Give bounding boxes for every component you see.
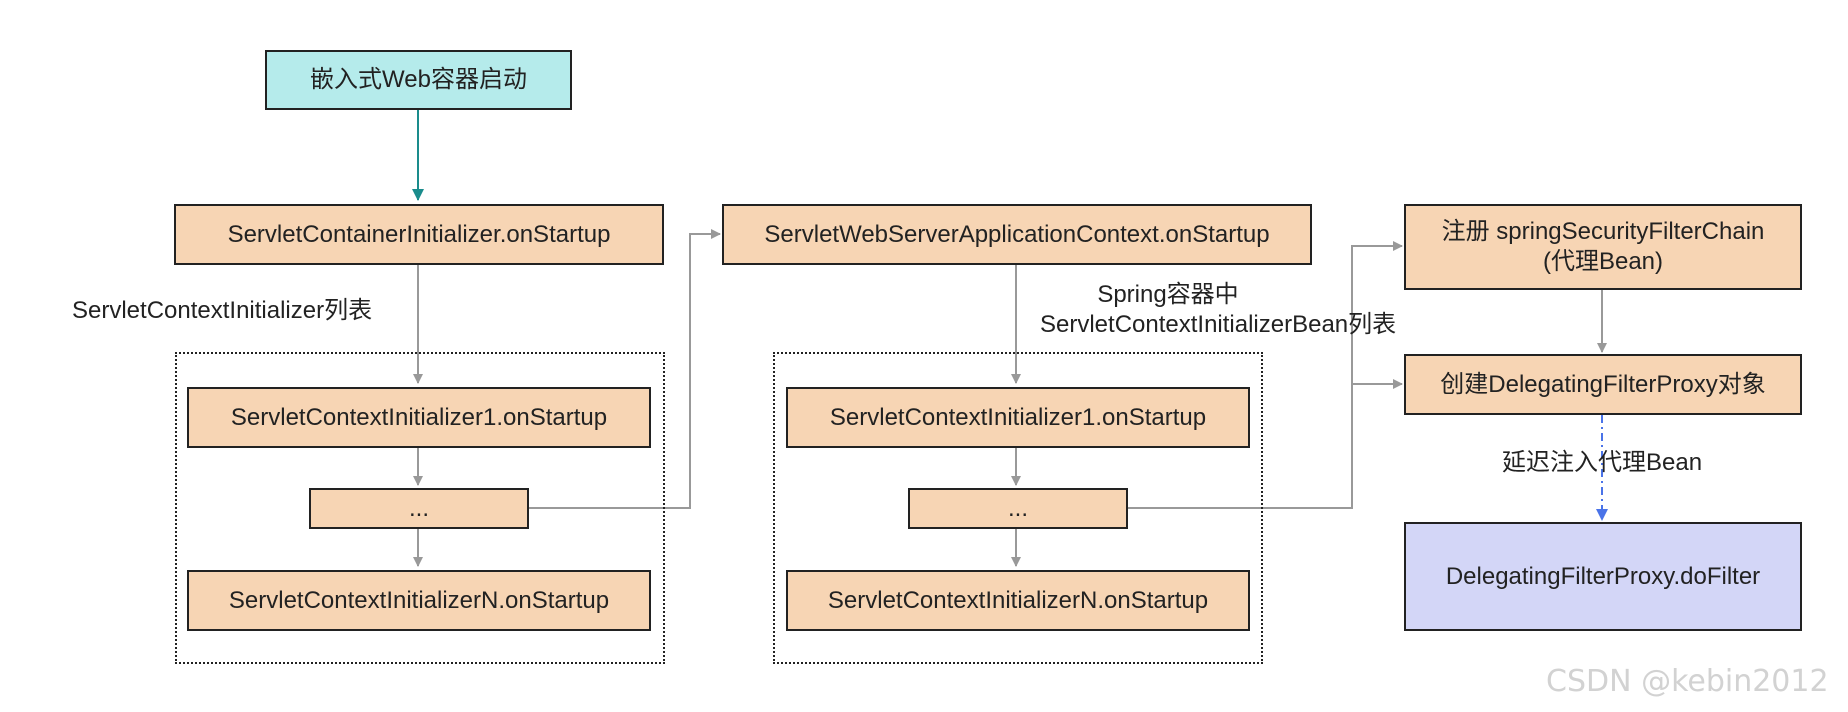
edge-label-lazy-inject: 延迟注入代理Bean [1502,449,1703,476]
edge-mid-ellipsis-to-register [1128,241,1403,509]
node-mid-initializer-ellipsis: ... [908,488,1128,529]
node-do-filter-label: DelegatingFilterProxy.doFilter [1445,562,1761,590]
node-left-initializer-last: ServletContextInitializerN.onStartup [187,570,651,631]
left-group-caption: ServletContextInitializer列表 [72,297,373,324]
node-create-delegating-proxy: 创建DelegatingFilterProxy对象 [1404,354,1802,415]
node-left-initializer-ellipsis: ... [309,488,529,529]
node-register-filter-chain-line1: 注册 springSecurityFilterChain [1441,218,1765,245]
node-mid-initializer-last-label: ServletContextInitializerN.onStartup [827,586,1209,614]
middle-group-caption-line2: ServletContextInitializerBean列表 [1040,311,1397,338]
node-left-initializer-first-label: ServletContextInitializer1.onStartup [230,403,608,431]
node-servlet-container-initializer-label: ServletContainerInitializer.onStartup [227,220,611,248]
node-left-initializer-last-label: ServletContextInitializerN.onStartup [228,586,610,614]
node-left-initializer-ellipsis-label: ... [408,494,429,522]
node-embedded-start: 嵌入式Web容器启动 [265,50,572,110]
node-do-filter: DelegatingFilterProxy.doFilter [1404,522,1802,631]
middle-group-caption-line1: Spring容器中 [1097,281,1239,308]
edge-left-ellipsis-to-webserver [528,229,721,509]
node-mid-initializer-last: ServletContextInitializerN.onStartup [786,570,1250,631]
left-initializer-group [175,352,665,664]
node-register-filter-chain-line2: (代理Bean) [1542,248,1664,275]
node-register-filter-chain-text: 注册 springSecurityFilterChain (代理Bean) [1442,217,1765,277]
csdn-watermark: CSDN @kebin2012 [1546,664,1829,699]
node-mid-initializer-first-label: ServletContextInitializer1.onStartup [829,403,1207,431]
node-mid-initializer-first: ServletContextInitializer1.onStartup [786,387,1250,448]
node-web-server-application-context-label: ServletWebServerApplicationContext.onSta… [764,220,1270,248]
middle-initializer-group [773,352,1263,664]
node-register-filter-chain: 注册 springSecurityFilterChain (代理Bean) [1404,204,1802,290]
node-create-delegating-proxy-label: 创建DelegatingFilterProxy对象 [1440,370,1766,398]
node-embedded-start-label: 嵌入式Web容器启动 [310,66,527,93]
node-web-server-application-context: ServletWebServerApplicationContext.onSta… [722,204,1312,265]
node-left-initializer-first: ServletContextInitializer1.onStartup [187,387,651,448]
middle-group-caption: Spring容器中 ServletContextInitializerBean列… [1040,280,1397,340]
node-servlet-container-initializer: ServletContainerInitializer.onStartup [174,204,664,265]
node-mid-initializer-ellipsis-label: ... [1007,494,1028,522]
